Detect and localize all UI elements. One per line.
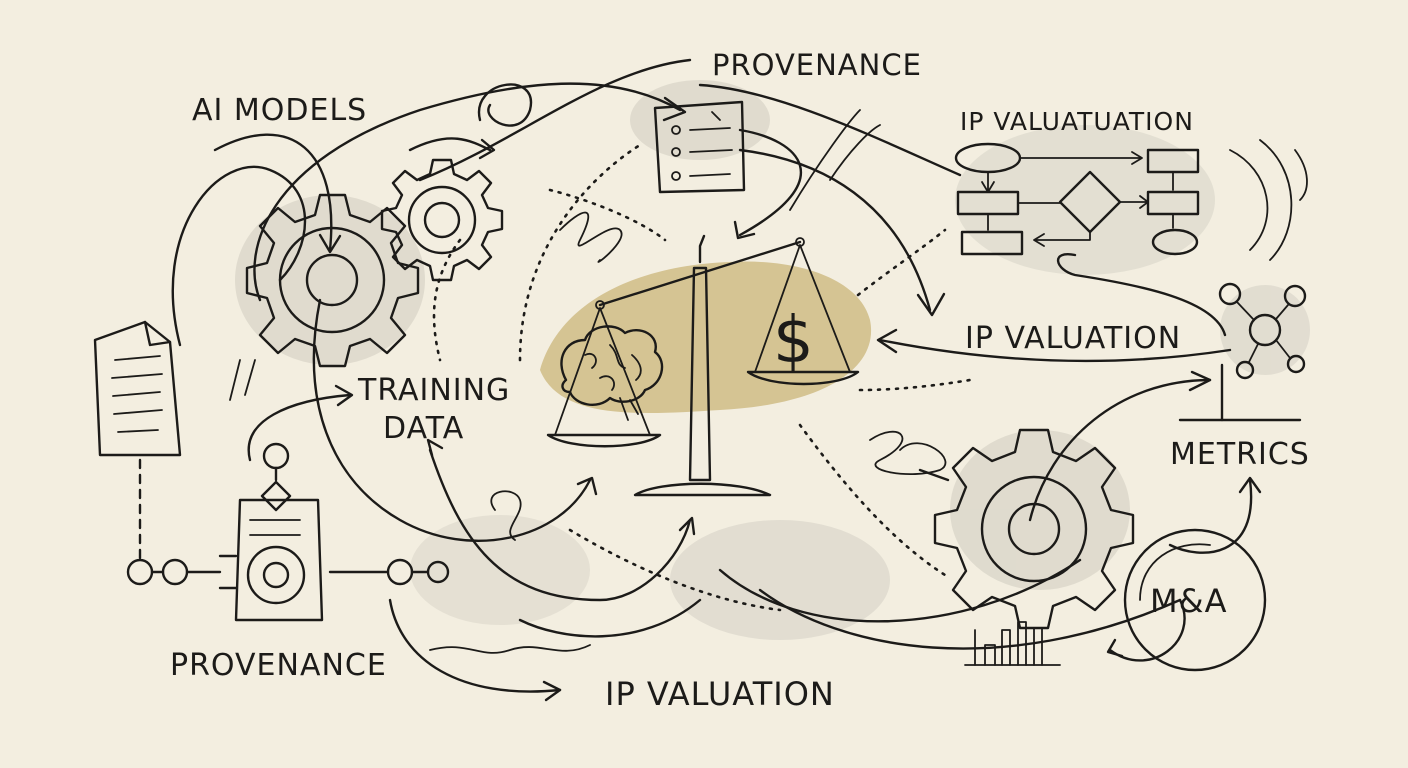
- pen-icon: [789, 109, 881, 211]
- gear-right-icon: [933, 428, 1135, 630]
- brain-icon: [560, 325, 664, 421]
- label-ai-models: AI MODELS: [192, 93, 367, 128]
- label-metrics: METRICS: [1170, 437, 1310, 472]
- label-provenance-bottom: PROVENANCE: [170, 648, 387, 683]
- bar-chart-icon: [964, 621, 1061, 666]
- gear-small-icon: [380, 158, 504, 282]
- ma-circle-inner: [1139, 543, 1211, 601]
- node-chain-left: [126, 554, 450, 590]
- ochre-wash: [540, 261, 872, 414]
- label-provenance-top: PROVENANCE: [712, 48, 922, 82]
- label-ip-valuation-bottom: IP VALUATION: [605, 675, 835, 713]
- label-data: DATA: [383, 411, 464, 446]
- ma-circle: [1123, 528, 1267, 672]
- dollar-icon: $: [773, 304, 815, 378]
- balance-scale-icon: [546, 234, 860, 497]
- checklist-document-icon: [653, 100, 746, 194]
- flowchart-icon: [954, 142, 1200, 256]
- label-ip-valuation-mid: IP VALUATION: [965, 321, 1181, 356]
- watercolor-washes: [235, 80, 1310, 640]
- dotted-connectors: [138, 143, 972, 612]
- connectors: [171, 58, 1308, 702]
- label-ip-valuation-top: IP VALUATUATION: [960, 107, 1194, 136]
- network-nodes-icon: [1218, 282, 1307, 380]
- label-training: TRAINING: [357, 373, 510, 408]
- document-icon-left: [93, 320, 182, 457]
- process-doc-icon: [234, 442, 324, 622]
- label-ma: M&A: [1150, 582, 1227, 620]
- gear-large-icon: [245, 193, 420, 368]
